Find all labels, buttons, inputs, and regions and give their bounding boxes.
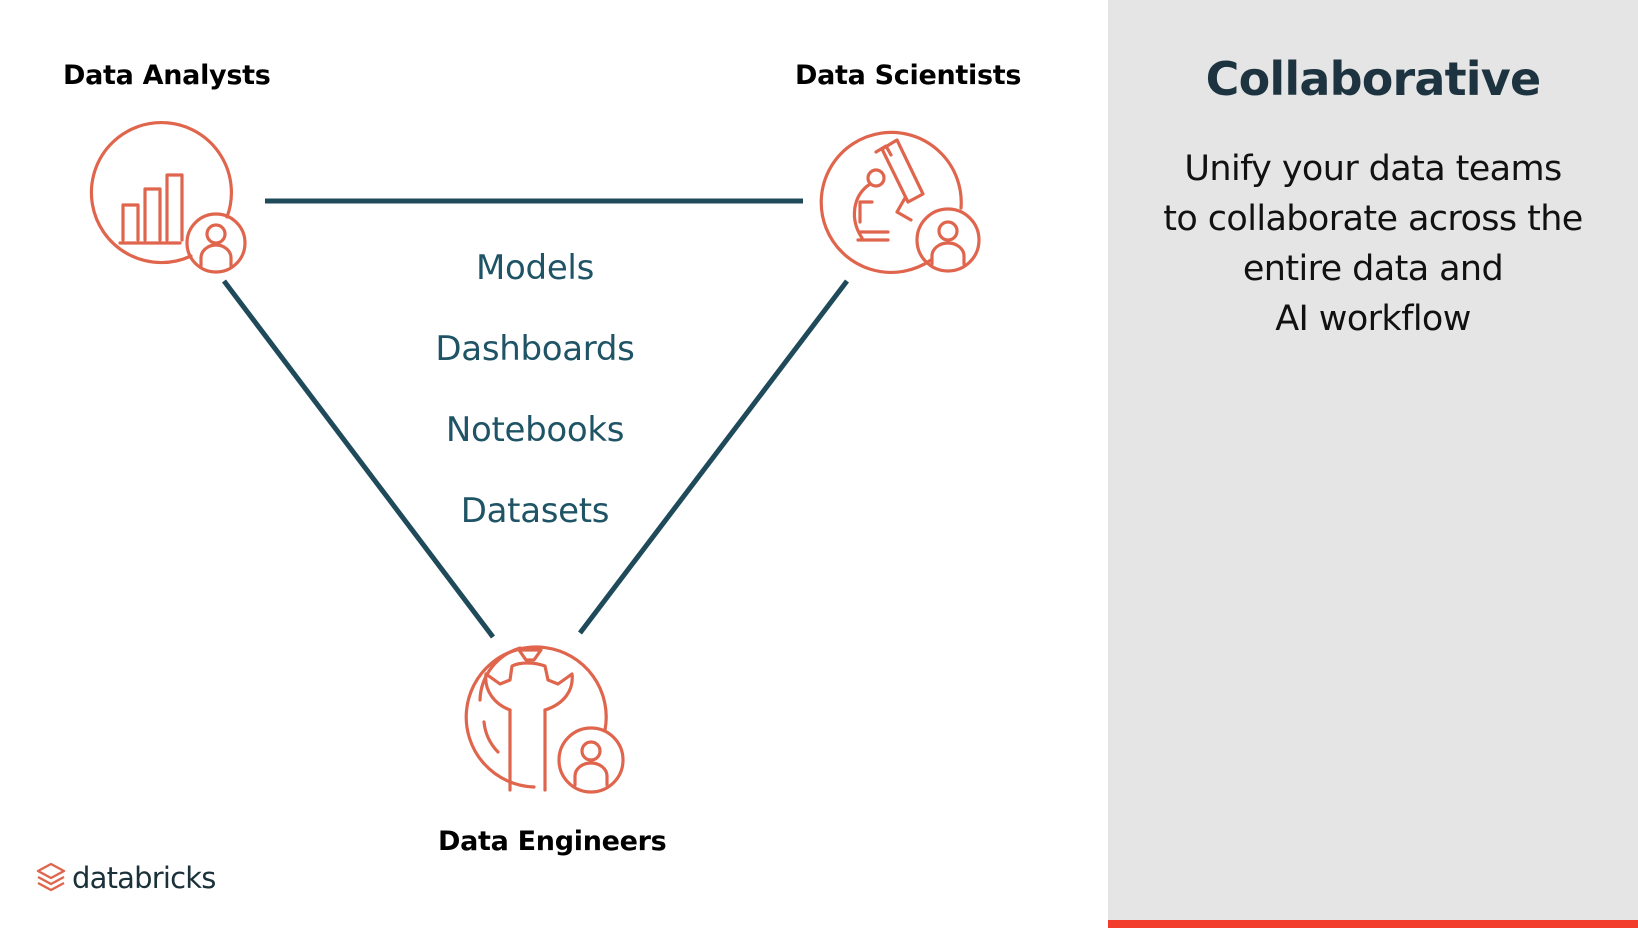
panel-description-line: entire data and	[1242, 249, 1504, 289]
panel-title: Collaborative	[1205, 52, 1542, 106]
artifact-models: Models	[476, 248, 594, 288]
collaboration-diagram	[89, 121, 981, 794]
info-panel	[1108, 0, 1638, 928]
panel-description-line: to collaborate across the	[1163, 199, 1583, 239]
accent-bar	[1108, 920, 1638, 928]
role-label-data-analysts: Data Analysts	[63, 60, 271, 91]
artifact-dashboards: Dashboards	[435, 329, 635, 369]
connector-analysts-engineers	[222, 279, 495, 639]
logo-text: databricks	[72, 861, 216, 895]
diagram-area	[0, 0, 1108, 928]
microscope-user-icon	[819, 130, 981, 274]
connector-scientists-engineers	[578, 279, 849, 635]
bar-chart-user-icon	[89, 121, 247, 274]
artifact-notebooks: Notebooks	[445, 410, 625, 450]
gear-wrench-user-icon	[464, 645, 625, 794]
artifact-datasets: Datasets	[460, 491, 610, 531]
databricks-logo-icon	[36, 862, 66, 892]
databricks-logo: databricks	[36, 858, 216, 898]
role-label-data-scientists: Data Scientists	[795, 60, 1022, 91]
role-label-data-engineers: Data Engineers	[438, 826, 667, 857]
panel-description-line: Unify your data teams	[1184, 149, 1562, 189]
panel-description: Unify your data teams to collaborate acr…	[1108, 144, 1638, 344]
panel-description-line: AI workflow	[1275, 299, 1471, 339]
